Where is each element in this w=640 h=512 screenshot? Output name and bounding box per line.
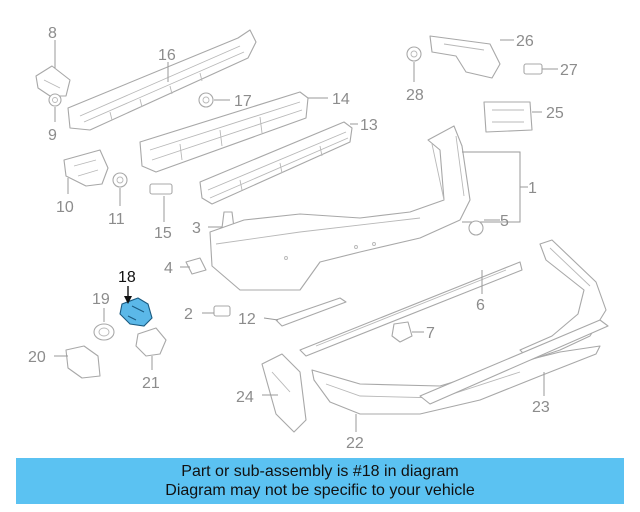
callout-19: 19 xyxy=(92,291,110,308)
part-14-absorber xyxy=(139,91,328,173)
callout-21: 21 xyxy=(142,375,160,392)
part-5-sensor xyxy=(468,219,500,236)
part-12-reflector xyxy=(263,297,347,327)
callout-4: 4 xyxy=(164,260,173,277)
callout-11: 11 xyxy=(108,211,125,228)
banner-line-1: Part or sub-assembly is #18 in diagram xyxy=(181,463,459,480)
part-23-valance xyxy=(419,239,609,405)
callout-5: 5 xyxy=(500,213,509,230)
part-20-bracket xyxy=(54,345,101,379)
callout-20: 20 xyxy=(28,349,46,366)
callout-15: 15 xyxy=(154,225,172,242)
callout-26: 26 xyxy=(516,33,534,50)
callout-7: 7 xyxy=(426,325,435,342)
part-1-bumper-cover xyxy=(209,125,528,291)
callout-2: 2 xyxy=(184,306,193,323)
callout-28: 28 xyxy=(406,87,424,104)
info-banner: Part or sub-assembly is #18 in diagram D… xyxy=(16,458,624,504)
callout-18: 18 xyxy=(118,269,136,286)
part-7-clip xyxy=(391,321,424,343)
part-13-beam xyxy=(199,121,358,205)
callout-22: 22 xyxy=(346,435,364,452)
part-27-bolt xyxy=(523,63,558,75)
callout-23: 23 xyxy=(532,399,550,416)
parts-diagram: 1 2 3 4 5 6 7 8 9 10 11 12 13 14 15 16 1… xyxy=(28,25,609,452)
part-6-molding xyxy=(299,261,523,357)
callout-27: 27 xyxy=(560,62,578,79)
banner-line-2: Diagram may not be specific to your vehi… xyxy=(165,482,475,499)
callout-24: 24 xyxy=(236,389,254,406)
part-21-bracket xyxy=(135,327,167,370)
part-9-nut xyxy=(48,93,62,122)
part-8-bracket xyxy=(35,40,71,97)
callout-16: 16 xyxy=(158,47,176,64)
part-24-side-trim xyxy=(261,353,307,433)
part-18-highlighted[interactable] xyxy=(119,286,153,327)
callout-8: 8 xyxy=(48,25,57,42)
part-26-bracket xyxy=(429,35,514,79)
callout-9: 9 xyxy=(48,127,57,144)
part-17-clip xyxy=(198,92,230,108)
callout-6: 6 xyxy=(476,297,485,314)
callout-3: 3 xyxy=(192,220,201,237)
callout-14: 14 xyxy=(332,91,350,108)
part-19-grommet xyxy=(93,308,115,341)
callout-1: 1 xyxy=(528,180,537,197)
part-25-module xyxy=(483,101,542,133)
callout-10: 10 xyxy=(56,199,74,216)
part-15-bolt xyxy=(149,183,173,222)
callout-25: 25 xyxy=(546,105,564,122)
part-16-upper-bar xyxy=(67,29,257,131)
part-4-clip xyxy=(180,257,207,275)
part-2-screw xyxy=(202,305,231,317)
callout-12: 12 xyxy=(238,311,256,328)
part-11-nut xyxy=(112,172,128,206)
part-10-bracket xyxy=(63,149,109,194)
callout-17: 17 xyxy=(234,93,252,110)
part-28-nut xyxy=(406,46,422,82)
callout-13: 13 xyxy=(360,117,378,134)
